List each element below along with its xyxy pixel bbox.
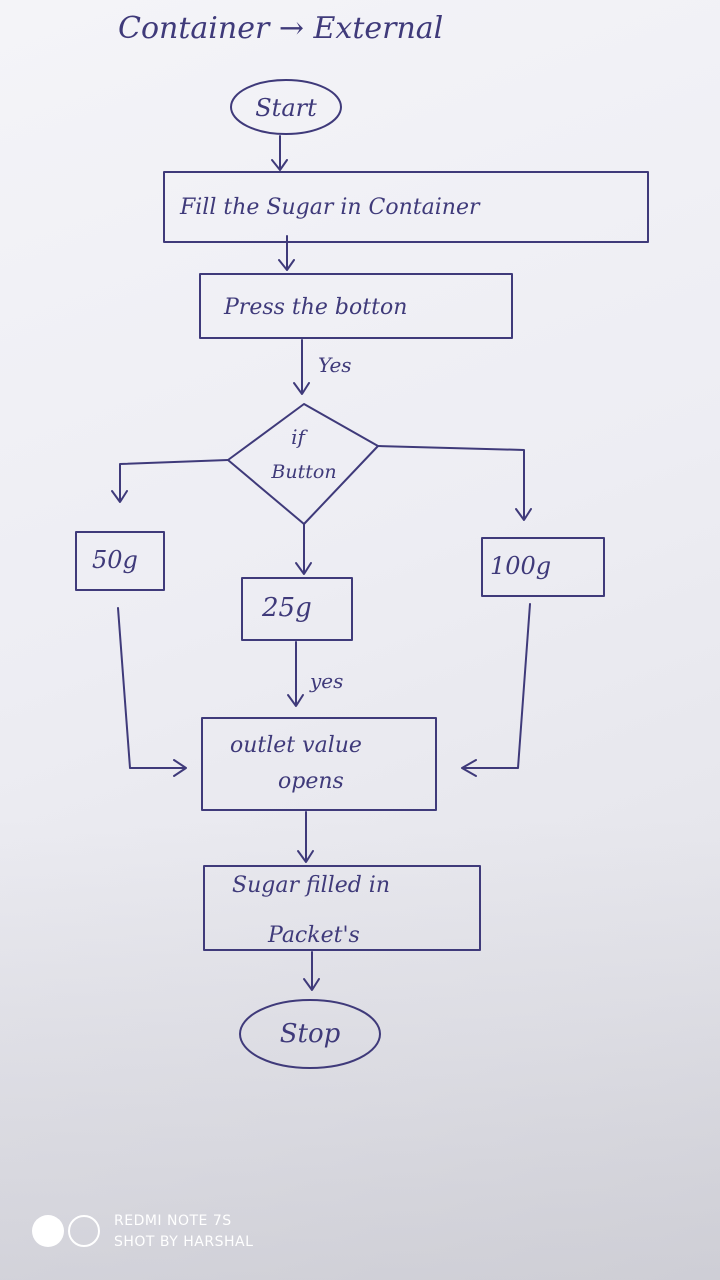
fill-process-box (163, 171, 649, 243)
arrow-decision-to-25g (295, 523, 312, 575)
option-100g-box (481, 537, 605, 597)
arrow-100g-to-outlet (461, 603, 531, 777)
arrow-25g-to-outlet (287, 641, 304, 707)
watermark-line2: SHOT BY HARSHAL (114, 1234, 254, 1250)
option-25g-box (241, 577, 353, 641)
decision-label-button: Button (270, 461, 336, 483)
camera-watermark: REDMI NOTE 7S SHOT BY HARSHAL (32, 1210, 272, 1254)
stop-terminal (239, 999, 381, 1069)
start-terminal (230, 79, 342, 135)
filled-process-box (203, 865, 481, 951)
decision-label-if: if (291, 425, 308, 449)
press-process-box (199, 273, 513, 339)
stop-label: Stop (280, 1019, 341, 1049)
outlet-process-box (201, 717, 437, 811)
outlet-label-line1: outlet value (230, 733, 362, 758)
watermark-text: REDMI NOTE 7S SHOT BY HARSHAL (114, 1211, 253, 1253)
watermark-line1: REDMI NOTE 7S (114, 1213, 232, 1229)
arrow-fill-to-press (278, 235, 295, 271)
arrow-decision-to-50g (111, 459, 229, 503)
start-label: Start (255, 94, 317, 122)
arrow-start-to-fill (271, 135, 288, 171)
arrow-press-to-decision (293, 339, 310, 395)
press-process-label: Press the botton (223, 295, 407, 320)
watermark-solid-dot (32, 1215, 64, 1247)
arrow-50g-to-outlet (117, 607, 187, 777)
yes-label-25g: yes (309, 669, 343, 693)
option-50g-box (75, 531, 165, 591)
watermark-logo-icon (32, 1215, 102, 1249)
filled-label-line1: Sugar filled in (232, 873, 390, 898)
arrow-filled-to-stop (303, 951, 320, 991)
option-100g-label: 100g (490, 552, 551, 580)
diagram-title: Container → External (118, 11, 443, 46)
outlet-label-line2: opens (278, 769, 344, 794)
filled-label-line2: Packet's (267, 923, 360, 948)
watermark-ring-dot (68, 1215, 100, 1247)
yes-label-press: Yes (318, 353, 352, 377)
option-25g-label: 25g (261, 593, 312, 623)
option-50g-label: 50g (92, 546, 138, 574)
fill-process-label: Fill the Sugar in Container (179, 195, 481, 220)
arrow-outlet-to-filled (297, 811, 314, 863)
arrow-decision-to-100g (377, 445, 532, 521)
